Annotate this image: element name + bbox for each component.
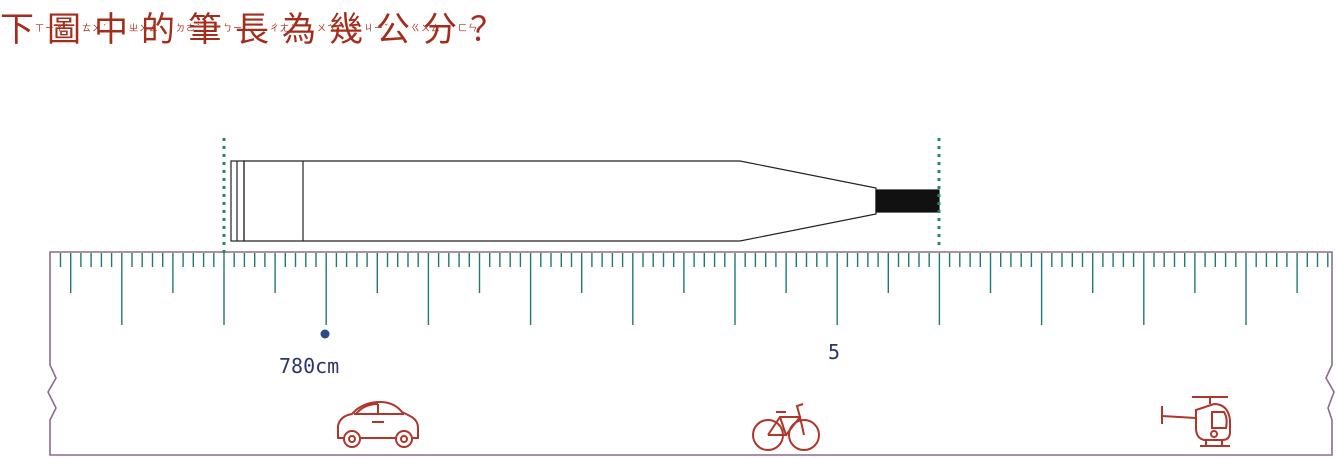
- point-marker: [320, 329, 330, 339]
- question-char-text: 的: [141, 10, 176, 50]
- question-char-text: 為: [282, 10, 317, 50]
- helicopter-icon: [1161, 396, 1231, 447]
- zhuyin-annotation: ㄈㄣ: [458, 24, 479, 34]
- point-label: 780cm: [279, 354, 339, 378]
- question-char-text: 幾: [329, 10, 364, 50]
- bicycle-icon: [752, 403, 820, 451]
- question-char-text: 公: [376, 10, 411, 50]
- question-char-text: 下: [0, 10, 35, 50]
- question-char-text: 筆: [188, 10, 223, 50]
- pencil-body: [243, 160, 877, 242]
- pencil: [230, 160, 940, 242]
- question-mark: ？: [470, 10, 505, 50]
- ruler-body: [47, 251, 1335, 456]
- car-icon: [337, 400, 419, 448]
- question-char-text: 分: [423, 10, 458, 50]
- question-char-text: 圖: [47, 10, 82, 50]
- question-char: 分ㄈㄣ: [423, 2, 479, 51]
- ruler-ticks: [59, 253, 1329, 325]
- pencil-lead: [875, 189, 940, 213]
- question-text: 下ㄒㄧㄚˋ圖ㄊㄨˊ中ㄓㄨㄥ的ㄉㄜ˙筆ㄅㄧˇ長ㄔㄤˊ為ㄨㄟˊ幾ㄐㄧˇ公ㄍㄨㄥ分ㄈㄣ…: [0, 2, 505, 51]
- question-char-text: 長: [235, 10, 270, 50]
- five-label: 5: [828, 340, 840, 364]
- question-char-text: 中: [94, 10, 129, 50]
